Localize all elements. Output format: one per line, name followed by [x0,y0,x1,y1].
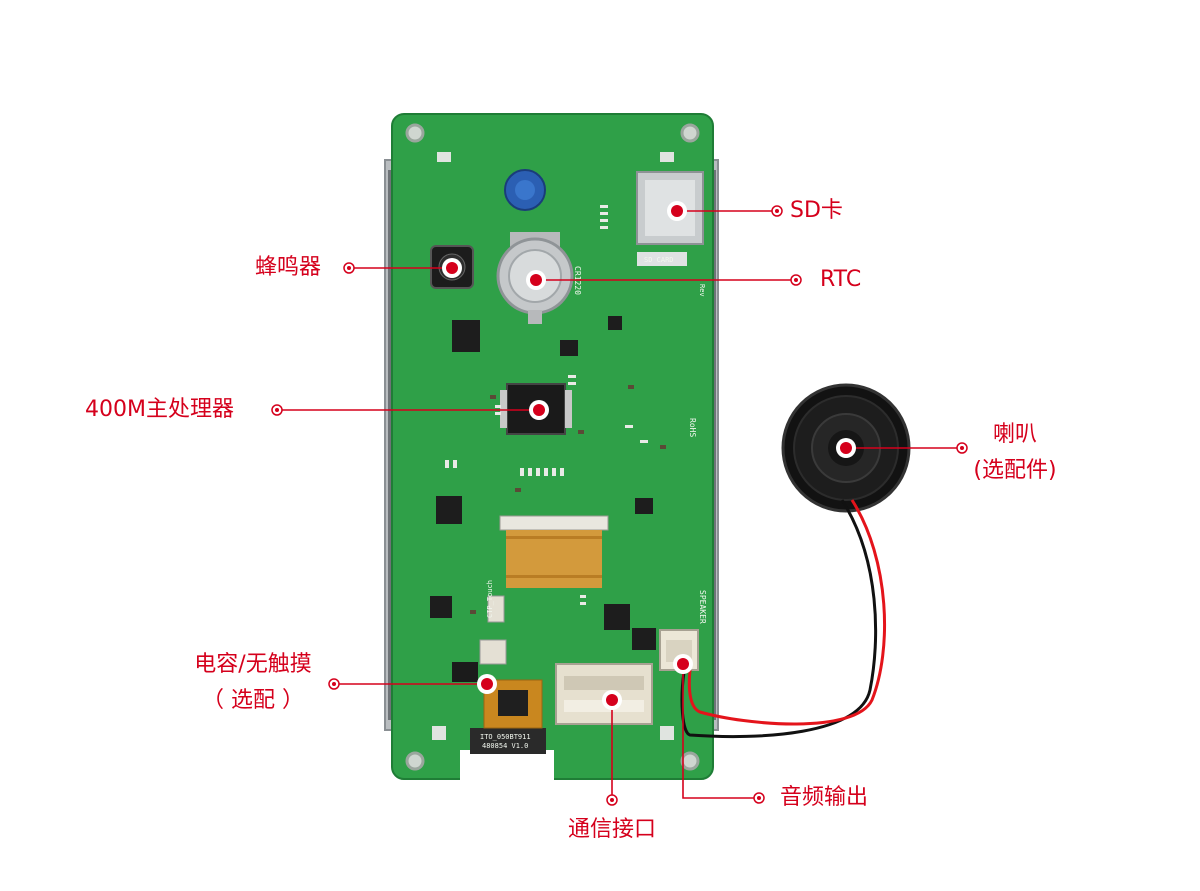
callout-touch-line1: 电容/无触摸 [194,652,312,677]
callout-buzzer: 蜂鸣器 [255,255,322,280]
callout-touch-line2: （ 选配 ） [202,688,304,713]
callout-markers [271,201,968,806]
display-ffc-connector [499,515,609,588]
speaker-accessory [781,383,911,513]
callout-comm-port: 通信接口 [567,817,656,842]
silk-rev: Rev [698,284,706,297]
callout-processor: 400M主处理器 [85,397,234,422]
silk-rohs: RoHS [688,418,697,437]
touch-flex-cable [483,679,543,729]
silk-label-line1: ITO_050BT911 [480,733,531,741]
marker-audio-out [673,654,765,804]
marker-speaker [836,438,968,458]
silk-label-line2: 480854 V1.0 [482,742,528,750]
silk-speaker: SPEAKER [698,590,707,624]
callout-speaker-line1: 喇叭 [992,422,1037,447]
marker-rtc [526,270,802,290]
marker-sd-card [667,201,783,221]
marker-buzzer [343,258,462,278]
mounting-holes [405,123,700,771]
silk-sd-card: SD CARD [644,256,674,264]
marker-comm-port [602,690,622,806]
callout-sd-card: SD卡 [790,198,843,223]
callout-audio-out: 音频输出 [780,785,869,810]
marker-touch [328,674,497,694]
callout-rtc: RTC [820,267,862,292]
callout-speaker-line2: (选配件) [973,458,1057,483]
silk-ctp-touch: CTP_Touch [486,580,494,618]
speaker-wire-red [687,499,887,726]
board-label-sticker: ITO_050BT911 480854 V1.0 [476,730,542,750]
marker-processor [271,400,549,420]
callout-lines [277,210,962,800]
